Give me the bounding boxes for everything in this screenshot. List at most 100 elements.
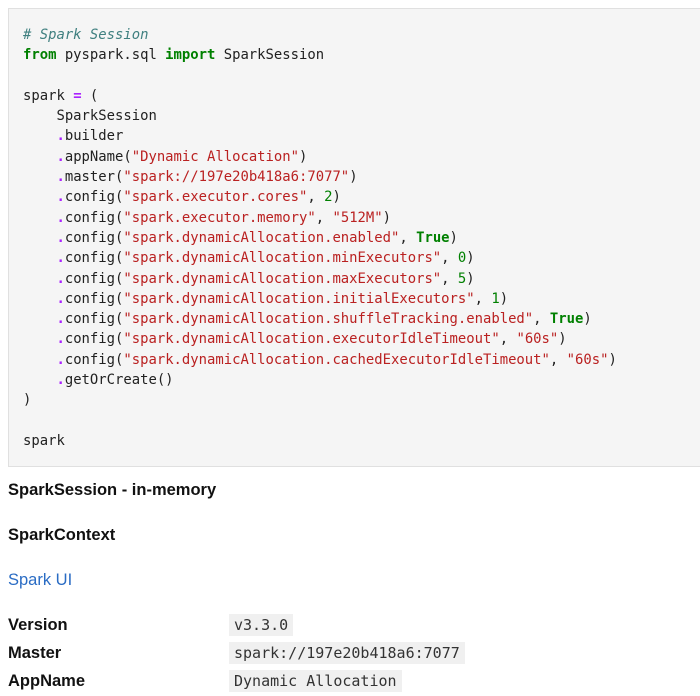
code-token: True	[416, 229, 450, 246]
code-line: .master("spark://197e20b418a6:7077")	[23, 167, 617, 187]
code-token: import	[165, 47, 216, 64]
code-token: 1	[491, 290, 500, 307]
code-line: .config("spark.dynamicAllocation.cachedE…	[23, 350, 617, 370]
code-token: spark	[23, 87, 74, 104]
code-token: "60s"	[516, 331, 559, 348]
code-token: 0	[457, 250, 467, 267]
code-line: from pyspark.sql import SparkSession	[23, 45, 617, 65]
code-token: )	[332, 189, 341, 206]
code-line	[23, 66, 617, 86]
code-token	[23, 372, 56, 388]
code-token: )	[449, 229, 458, 246]
code-editor[interactable]: # Spark Session from pyspark.sql import S…	[23, 25, 617, 451]
code-token: ,	[399, 229, 417, 246]
code-token: .	[56, 311, 65, 328]
code-token: "spark.dynamicAllocation.cachedExecutorI…	[123, 351, 550, 368]
code-token: config(	[64, 290, 124, 307]
code-line: .config("spark.dynamicAllocation.minExec…	[23, 248, 617, 268]
code-token: config(	[64, 351, 124, 368]
code-token: "spark.executor.memory"	[123, 209, 316, 226]
code-token: "spark://197e20b418a6:7077"	[123, 169, 350, 186]
code-cell[interactable]: # Spark Session from pyspark.sql import S…	[8, 8, 700, 467]
spark-session-heading: SparkSession - in-memory	[8, 481, 217, 499]
code-token: ,	[474, 290, 492, 307]
code-token: )	[608, 351, 617, 368]
code-token: config(	[64, 229, 124, 246]
code-line: spark = (	[23, 86, 617, 106]
code-token: )	[382, 209, 392, 226]
code-line: .appName("Dynamic Allocation")	[23, 147, 617, 167]
code-line: .config("spark.dynamicAllocation.shuffle…	[23, 309, 617, 329]
code-token	[23, 331, 56, 347]
code-line: .config("spark.executor.memory", "512M")	[23, 208, 617, 228]
code-token: .	[56, 229, 65, 246]
code-token: "512M"	[332, 209, 383, 226]
info-row-appname: AppName Dynamic Allocation	[8, 668, 700, 696]
code-token: config(	[64, 311, 124, 328]
info-row-version: Version v3.3.0	[8, 612, 700, 640]
code-token: master(	[64, 169, 124, 186]
code-token	[23, 271, 56, 287]
code-token: # Spark Session	[23, 27, 149, 43]
code-token: ,	[533, 311, 550, 328]
code-token: ,	[441, 250, 458, 267]
code-token: 2	[324, 189, 333, 206]
code-line: # Spark Session	[23, 25, 617, 45]
info-value-version: v3.3.0	[229, 614, 294, 636]
code-token: )	[466, 270, 475, 287]
code-token: "60s"	[566, 351, 609, 368]
info-value-appname: Dynamic Allocation	[229, 670, 402, 692]
code-line: .config("spark.dynamicAllocation.initial…	[23, 289, 617, 309]
info-key-appname: AppName	[8, 672, 86, 690]
code-line: .getOrCreate()	[23, 370, 617, 390]
code-token: )	[499, 290, 509, 307]
code-token	[23, 149, 56, 165]
code-token: .	[56, 372, 65, 389]
code-line: SparkSession	[23, 106, 617, 126]
code-token: "spark.dynamicAllocation.initialExecutor…	[123, 290, 475, 307]
code-token: spark	[23, 432, 65, 449]
code-token: .	[56, 331, 65, 348]
code-token: 5	[457, 270, 467, 287]
code-token: True	[549, 311, 584, 328]
code-token: config(	[64, 209, 124, 226]
code-token	[23, 189, 56, 205]
code-token: )	[349, 169, 358, 186]
code-token: getOrCreate()	[64, 372, 174, 389]
code-token: )	[23, 392, 32, 409]
code-token: "spark.dynamicAllocation.minExecutors"	[123, 250, 442, 267]
code-token	[23, 128, 56, 144]
code-token: config(	[64, 331, 124, 348]
code-line: .config("spark.dynamicAllocation.maxExec…	[23, 269, 617, 289]
code-token: builder	[64, 128, 124, 145]
spark-ui-link[interactable]: Spark UI	[8, 571, 73, 589]
code-line: )	[23, 390, 617, 410]
code-token: .	[56, 209, 65, 226]
code-token: .	[56, 270, 65, 287]
code-token: =	[73, 87, 82, 104]
code-token: ,	[307, 189, 325, 206]
code-line: .builder	[23, 126, 617, 146]
code-token: ,	[441, 270, 458, 287]
code-token: .	[56, 351, 65, 368]
code-token: )	[299, 148, 308, 165]
info-key-master: Master	[8, 644, 62, 662]
code-token: ,	[499, 331, 517, 348]
code-token: .	[56, 250, 65, 267]
code-token: .	[56, 169, 65, 186]
code-token: "Dynamic Allocation"	[131, 148, 299, 165]
info-key-version: Version	[8, 616, 68, 634]
code-token: SparkSession	[23, 108, 157, 125]
code-token: config(	[64, 270, 124, 287]
code-token: .	[56, 128, 65, 145]
code-token	[23, 311, 56, 327]
code-token	[23, 230, 56, 246]
code-token: .	[56, 290, 65, 307]
spark-context-heading: SparkContext	[8, 526, 116, 544]
code-token: "spark.dynamicAllocation.maxExecutors"	[123, 270, 442, 287]
code-token: "spark.dynamicAllocation.enabled"	[123, 229, 400, 246]
code-token	[23, 169, 56, 185]
code-token: SparkSession	[215, 47, 325, 64]
code-token: "spark.executor.cores"	[123, 189, 308, 206]
info-value-master: spark://197e20b418a6:7077	[229, 642, 465, 664]
